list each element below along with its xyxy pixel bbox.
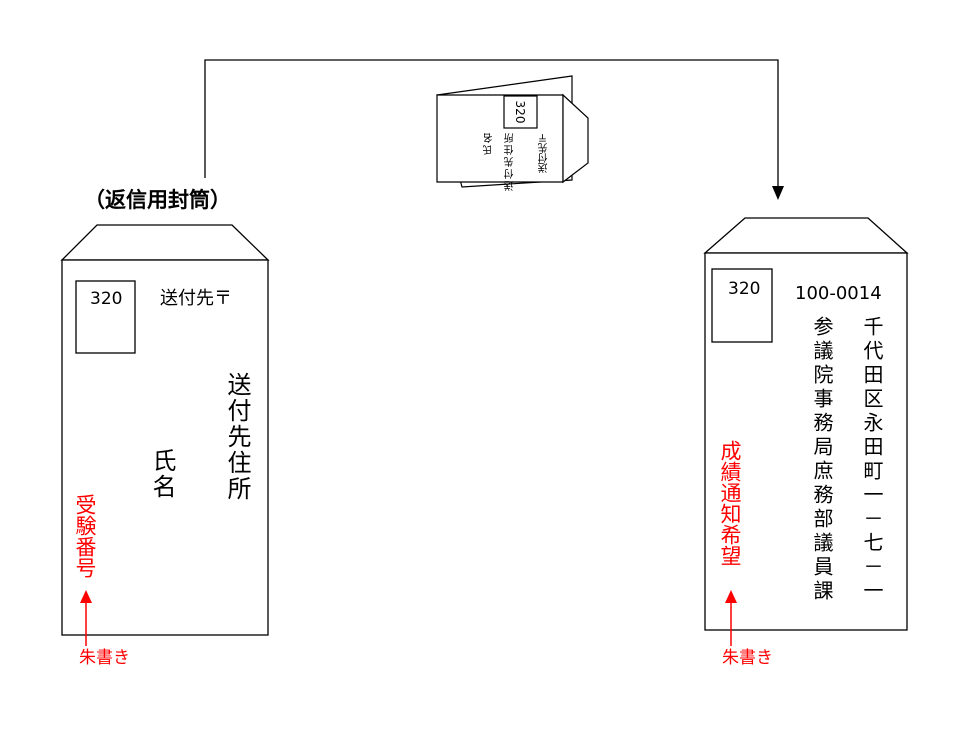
folded-stamp-value: 320 <box>513 100 527 124</box>
folded-envelope <box>436 75 589 188</box>
left-address-vertical: 送付先住所 <box>223 372 251 502</box>
left-exam-number-vertical: 受験番号 <box>73 494 97 578</box>
right-address-line1: 千代田区永田町一－七－一 <box>860 316 884 604</box>
left-name-vertical: 氏名 <box>148 448 176 500</box>
left-stamp-box <box>75 280 136 354</box>
left-envelope-flap <box>60 224 270 261</box>
right-envelope-flap <box>703 217 909 254</box>
right-red-note: 朱書き <box>722 648 773 668</box>
folded-envelope-flap <box>562 93 589 184</box>
left-stamp-value: 320 <box>90 289 123 309</box>
folded-column2: 氏名 <box>484 131 495 155</box>
arrow-head <box>772 186 784 200</box>
left-envelope <box>60 224 270 636</box>
right-postal-code: 100-0014 <box>795 283 882 304</box>
connector-line <box>204 59 779 186</box>
right-red-arrow-head <box>725 590 737 603</box>
right-stamp-box <box>711 268 773 343</box>
left-red-arrow-head <box>80 590 92 603</box>
right-request-vertical: 成績通知希望 <box>718 440 742 566</box>
left-address-label: 送付先〒 <box>160 288 232 309</box>
left-red-note: 朱書き <box>79 648 130 668</box>
folded-address-label: 送付先〒 <box>539 133 550 173</box>
left-envelope-title: （返信用封筒） <box>84 188 231 212</box>
right-envelope <box>703 217 909 631</box>
right-address-line2: 参議院事務局庶務部議員課 <box>810 316 834 604</box>
right-stamp-value: 320 <box>728 279 761 299</box>
folded-stamp-box <box>503 95 538 129</box>
folded-column1: 送付先住所 <box>505 131 516 191</box>
